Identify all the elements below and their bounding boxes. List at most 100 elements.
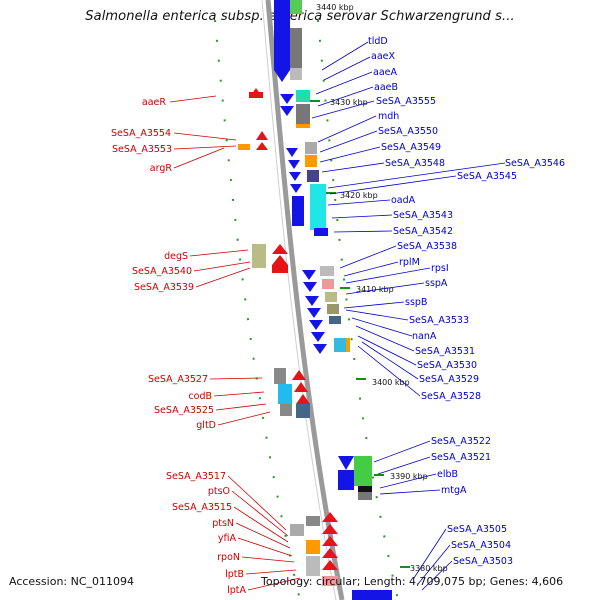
gene-arrow[interactable] xyxy=(294,382,308,392)
gene-label-SeSA_A3540[interactable]: SeSA_A3540 xyxy=(132,266,192,277)
gene-label-sspA[interactable]: sspA xyxy=(425,278,448,289)
gene-label-argR[interactable]: argR xyxy=(150,163,173,174)
gene-block[interactable] xyxy=(352,590,392,600)
gene-block[interactable] xyxy=(334,338,346,352)
gene-label-rpsI[interactable]: rpsI xyxy=(431,263,449,274)
gene-label-SeSA_A3529[interactable]: SeSA_A3529 xyxy=(419,374,479,385)
gene-block[interactable] xyxy=(280,404,292,416)
gene-arrow[interactable] xyxy=(296,394,310,404)
gene-label-SeSA_A3504[interactable]: SeSA_A3504 xyxy=(451,540,511,551)
gene-block[interactable] xyxy=(327,304,339,314)
gene-arrow[interactable] xyxy=(338,456,354,470)
gene-arrow[interactable] xyxy=(286,148,298,157)
gene-label-mtgA[interactable]: mtgA xyxy=(441,485,467,496)
gene-block[interactable] xyxy=(325,292,337,302)
gene-block[interactable] xyxy=(278,384,292,404)
gene-block[interactable] xyxy=(296,124,310,128)
gene-label-SeSA_A3542[interactable]: SeSA_A3542 xyxy=(393,226,453,237)
gene-arrow[interactable] xyxy=(274,70,290,82)
gene-block[interactable] xyxy=(306,516,320,526)
gene-arrow[interactable] xyxy=(309,320,323,330)
gene-block[interactable] xyxy=(314,228,328,236)
gene-block[interactable] xyxy=(322,279,334,289)
gene-arrow[interactable] xyxy=(288,160,300,169)
gene-label-nanA[interactable]: nanA xyxy=(412,331,437,342)
gene-label-gltD[interactable]: gltD xyxy=(196,420,216,431)
gene-arrow[interactable] xyxy=(322,512,338,522)
gene-block[interactable] xyxy=(292,196,304,226)
gene-label-SeSA_A3521[interactable]: SeSA_A3521 xyxy=(431,452,491,463)
gene-arrow[interactable] xyxy=(272,244,288,254)
gene-label-tldD[interactable]: tldD xyxy=(368,36,388,47)
gene-label-SeSA_A3533[interactable]: SeSA_A3533 xyxy=(409,315,469,326)
gene-arrow[interactable] xyxy=(322,524,338,534)
gene-arrow[interactable] xyxy=(322,536,338,546)
gene-label-rpoN[interactable]: rpoN xyxy=(217,552,240,563)
gene-arrow[interactable] xyxy=(322,560,338,570)
gene-arrow[interactable] xyxy=(302,270,316,280)
gene-block[interactable] xyxy=(290,68,302,80)
gene-label-aaeX[interactable]: aaeX xyxy=(371,51,395,62)
gene-label-lptA[interactable]: lptA xyxy=(227,585,246,596)
gene-block[interactable] xyxy=(296,104,310,124)
gene-block[interactable] xyxy=(354,456,372,486)
gene-block[interactable] xyxy=(320,266,334,276)
gene-block[interactable] xyxy=(272,265,288,273)
gene-block[interactable] xyxy=(306,540,320,554)
gene-label-yfiA[interactable]: yfiA xyxy=(218,533,237,544)
gene-label-oadA[interactable]: oadA xyxy=(391,195,416,206)
gene-label-SeSA_A3539[interactable]: SeSA_A3539 xyxy=(134,282,194,293)
gene-label-SeSA_A3543[interactable]: SeSA_A3543 xyxy=(393,210,453,221)
gene-block[interactable] xyxy=(290,524,304,536)
gene-label-SeSA_A3555[interactable]: SeSA_A3555 xyxy=(376,96,436,107)
gene-label-SeSA_A3545[interactable]: SeSA_A3545 xyxy=(457,171,517,182)
gene-label-SeSA_A3503[interactable]: SeSA_A3503 xyxy=(453,556,513,567)
gene-label-ptsO[interactable]: ptsO xyxy=(208,486,230,497)
gene-label-aaeR[interactable]: aaeR xyxy=(142,97,166,108)
gene-label-SeSA_A3515[interactable]: SeSA_A3515 xyxy=(172,502,232,513)
gene-arrow[interactable] xyxy=(313,344,327,354)
gene-block[interactable] xyxy=(274,0,290,70)
gene-label-codB[interactable]: codB xyxy=(188,391,212,402)
gene-label-aaeB[interactable]: aaeB xyxy=(374,82,398,93)
gene-label-SeSA_A3553[interactable]: SeSA_A3553 xyxy=(112,144,172,155)
gene-arrow[interactable] xyxy=(305,296,319,306)
gene-label-SeSA_A3550[interactable]: SeSA_A3550 xyxy=(378,126,438,137)
gene-label-SeSA_A3546[interactable]: SeSA_A3546 xyxy=(505,158,565,169)
gene-label-SeSA_A3548[interactable]: SeSA_A3548 xyxy=(385,158,445,169)
gene-block[interactable] xyxy=(296,90,310,102)
gene-block[interactable] xyxy=(310,184,326,230)
gene-arrow[interactable] xyxy=(256,142,268,150)
gene-arrow[interactable] xyxy=(292,370,306,380)
gene-arrow[interactable] xyxy=(322,548,338,558)
gene-label-SeSA_A3530[interactable]: SeSA_A3530 xyxy=(417,360,477,371)
gene-label-SeSA_A3517[interactable]: SeSA_A3517 xyxy=(166,471,226,482)
gene-block[interactable] xyxy=(238,144,250,150)
gene-block[interactable] xyxy=(296,404,310,418)
gene-label-ptsN[interactable]: ptsN xyxy=(212,518,234,529)
gene-arrow[interactable] xyxy=(280,94,294,104)
gene-block[interactable] xyxy=(290,0,302,14)
gene-block[interactable] xyxy=(307,170,319,182)
gene-label-SeSA_A3531[interactable]: SeSA_A3531 xyxy=(415,346,475,357)
gene-block[interactable] xyxy=(338,470,354,490)
gene-label-SeSA_A3525[interactable]: SeSA_A3525 xyxy=(154,405,214,416)
gene-label-elbB[interactable]: elbB xyxy=(437,469,458,480)
gene-arrow[interactable] xyxy=(303,282,317,292)
gene-block[interactable] xyxy=(358,492,372,500)
gene-label-SeSA_A3522[interactable]: SeSA_A3522 xyxy=(431,436,491,447)
gene-label-SeSA_A3505[interactable]: SeSA_A3505 xyxy=(447,524,507,535)
gene-label-aaeA[interactable]: aaeA xyxy=(373,67,397,78)
gene-arrow[interactable] xyxy=(272,255,288,265)
gene-arrow[interactable] xyxy=(290,184,302,193)
gene-block[interactable] xyxy=(305,142,317,154)
gene-arrow[interactable] xyxy=(280,106,294,116)
gene-label-lptB[interactable]: lptB xyxy=(225,569,244,580)
gene-label-degS[interactable]: degS xyxy=(164,251,188,262)
gene-block[interactable] xyxy=(346,338,350,352)
gene-arrow[interactable] xyxy=(256,131,268,140)
gene-label-rplM[interactable]: rplM xyxy=(399,257,420,268)
gene-block[interactable] xyxy=(329,316,341,324)
gene-label-SeSA_A3527[interactable]: SeSA_A3527 xyxy=(148,374,208,385)
gene-block[interactable] xyxy=(274,368,286,384)
